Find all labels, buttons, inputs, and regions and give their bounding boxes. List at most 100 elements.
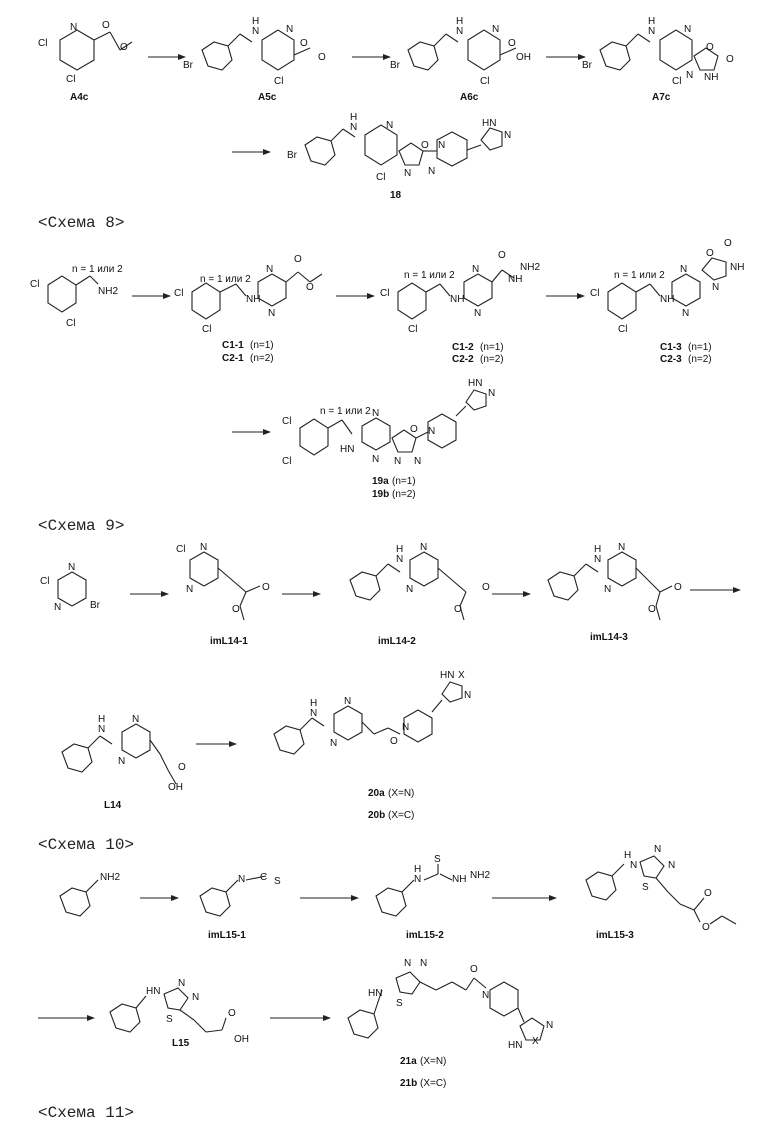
atom-symbol: O — [706, 42, 714, 53]
compound-annotation: n = 1 или 2 — [200, 274, 251, 285]
bond-line — [246, 586, 260, 592]
atom-symbol: HN — [340, 444, 354, 455]
bond-line — [122, 724, 150, 758]
atom-symbol: S — [166, 1014, 173, 1025]
bond-line — [388, 728, 400, 734]
bond-line — [702, 258, 726, 280]
atom-symbol: N — [712, 282, 719, 293]
atom-symbol: HN — [482, 118, 496, 129]
bond-line — [376, 888, 406, 916]
atom-symbol: Cl — [480, 76, 489, 87]
bond-line — [180, 1010, 194, 1020]
atom-symbol: Br — [287, 150, 298, 161]
atom-symbol: O — [178, 762, 186, 773]
compound-iml15-2: H N S NH NH2 imL15-2 — [376, 854, 490, 941]
atom-symbol: S — [434, 854, 441, 865]
compound-annotation: (X=N) — [388, 788, 414, 799]
bond-line — [286, 272, 298, 282]
compound-21: HN N N S O N N HN X 21a (X=N) 21b (X=C) — [348, 958, 553, 1089]
bond-line — [436, 982, 452, 990]
bond-line — [350, 572, 380, 600]
bond-line — [464, 274, 492, 306]
compound-annotation: (X=C) — [388, 810, 414, 821]
scheme-title: <Схема 10> — [38, 836, 134, 854]
bond-line — [636, 284, 650, 292]
atom-symbol: NH2 — [98, 286, 118, 297]
atom-symbol: O — [228, 1008, 236, 1019]
atom-symbol: N — [618, 542, 625, 553]
atom-symbol: N — [98, 724, 105, 735]
bond-line — [672, 274, 700, 306]
atom-symbol: O — [674, 582, 682, 593]
label-20a: 20a — [368, 788, 385, 799]
bond-line — [328, 420, 342, 428]
compound-annotation: (n=1) — [480, 342, 504, 353]
compound-annotation: (n=1) — [250, 340, 274, 351]
atom-symbol: N — [186, 584, 193, 595]
bond-line — [694, 910, 700, 922]
atom-symbol: Cl — [618, 324, 627, 335]
compound-20: H N N N O N HN X N 20a (X=N) 20b (X=C) — [274, 670, 471, 821]
atom-symbol: N — [192, 992, 199, 1003]
bond-line — [110, 32, 120, 50]
bond-line — [334, 706, 362, 740]
label-iml15-3: imL15-3 — [596, 930, 634, 941]
atom-symbol: N — [344, 696, 351, 707]
compound-annotation: (X=N) — [420, 1056, 446, 1067]
atom-symbol: O — [498, 250, 506, 261]
label-a5c: A5c — [258, 92, 277, 103]
compound-a7c: Br H N N Cl O O N NH A7c — [582, 16, 734, 103]
atom-symbol: Cl — [66, 318, 75, 329]
atom-symbol: N — [420, 542, 427, 553]
label-21a: 21a — [400, 1056, 417, 1067]
compound-c1-3: Cl Cl NH N N O O NH N n = 1 или 2 C1-3 (… — [590, 238, 744, 365]
atom-symbol: O — [648, 604, 656, 615]
compound-a5c: Br H N N Cl O O A5c — [183, 16, 326, 103]
bond-line — [305, 137, 335, 165]
label-19b: 19b — [372, 489, 389, 500]
atom-symbol: Cl — [590, 288, 599, 299]
bond-line — [342, 420, 352, 434]
atom-symbol: Cl — [376, 172, 385, 183]
bond-line — [90, 276, 98, 284]
label-21b: 21b — [400, 1078, 417, 1089]
atom-symbol: N — [464, 690, 471, 701]
compound-a4c: Cl N Cl O O A4c — [38, 20, 132, 103]
atom-symbol: OH — [516, 52, 531, 63]
bond-line — [656, 878, 668, 892]
atom-symbol: O — [454, 604, 462, 615]
bond-line — [402, 880, 414, 892]
bond-line — [416, 432, 428, 438]
atom-symbol: Cl — [282, 456, 291, 467]
bond-line — [200, 888, 230, 916]
bond-line — [640, 856, 664, 878]
atom-symbol: NH2 — [520, 262, 540, 273]
atom-symbol: N — [372, 408, 379, 419]
compound-annotation: n = 1 или 2 — [72, 264, 123, 275]
bond-line — [236, 284, 246, 296]
atom-symbol: O — [470, 964, 478, 975]
bond-line — [222, 1018, 226, 1030]
label-iml14-3: imL14-3 — [590, 632, 628, 643]
atom-symbol: NH — [246, 294, 260, 305]
bond-line — [660, 30, 692, 70]
bond-line — [310, 274, 322, 282]
label-iml15-2: imL15-2 — [406, 930, 444, 941]
atom-symbol: O — [306, 282, 314, 293]
atom-symbol: HN — [440, 670, 454, 681]
atom-symbol: N — [472, 264, 479, 275]
label-c2-1: C2-1 — [222, 353, 244, 364]
label-19a: 19a — [372, 476, 389, 487]
compound-a6c: Br H N N Cl O OH A6c — [390, 16, 531, 103]
atom-symbol: HN — [146, 986, 160, 997]
scheme-title: <Схема 11> — [38, 1104, 134, 1122]
bond-line — [312, 718, 324, 726]
atom-symbol: HN — [508, 1040, 522, 1051]
atom-symbol: N — [680, 264, 687, 275]
atom-symbol: N — [504, 130, 511, 141]
atom-symbol: N — [438, 140, 445, 151]
bond-line — [262, 30, 294, 70]
atom-symbol: OH — [168, 782, 183, 793]
atom-symbol: O — [390, 736, 398, 747]
atom-symbol: OH — [234, 1034, 249, 1045]
